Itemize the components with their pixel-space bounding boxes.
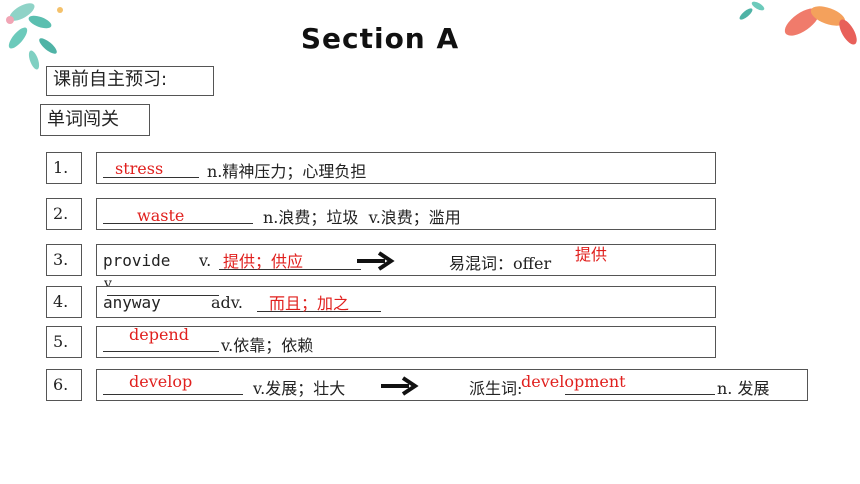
leaf-decoration-right-icon [739,1,857,45]
vocab-item-1: stress n.精神压力；心理负担 [96,152,716,184]
word-text: provide [103,251,171,270]
vocab-item-3: provide v. 提供；供应 易混词：offer 提供 [96,244,716,276]
confuse-label: 易混词：offer [449,254,552,273]
item-number: 1. [46,152,82,184]
arrow-right-icon [381,376,419,396]
answer-blank [103,376,243,395]
vocab-item-5: depend v.依靠；依赖 [96,325,716,358]
arrow-right-icon [357,251,395,271]
preview-label: 课前自主预习: [46,66,214,96]
item-number: 6. [46,369,82,401]
pos-text: v. [199,251,212,270]
answer-blank [103,205,253,224]
answer-text: depend [129,325,189,344]
page-title: Section A [300,22,460,55]
answer-blank-2 [565,376,715,395]
answer-blank [219,251,361,270]
answer-blank [103,333,219,352]
definition-text: v.发展；壮大 [253,379,346,398]
item-number: 3. [46,244,82,276]
pos-text-2: n. 发展 [717,379,770,398]
vocab-label: 单词闯关 [40,104,150,136]
vocab-item-4: anyway adv. 而且；加之 [96,286,716,318]
answer-text: 提供；供应 [223,252,304,271]
answer-blank [257,293,381,312]
derived-label: 派生词: [469,379,523,398]
answer-blank [103,159,199,178]
item-number: 4. [46,286,82,318]
pos-text: adv. [211,293,244,312]
definition-text: n.精神压力；心理负担 [207,162,367,181]
answer-text: waste [137,206,185,225]
answer-text: 而且；加之 [269,294,350,313]
answer-text: stress [115,159,164,178]
item-number: 5. [46,326,82,358]
vocab-item-6: develop v.发展；壮大 派生词: development n. 发展 [96,369,808,401]
answer-text-2: development [521,372,626,391]
definition-text: v.依靠；依赖 [221,336,314,355]
blank-line [107,277,219,296]
pos-text-2: v. [104,276,115,292]
word-text: anyway [103,293,161,312]
answer-text-2: 提供 [575,245,608,264]
vocab-item-2: waste n.浪费；垃圾 v.浪费；滥用 [96,198,716,230]
item-number: 2. [46,198,82,230]
answer-text: develop [129,372,193,391]
leaf-decoration-left-icon [6,3,63,70]
definition-text: n.浪费；垃圾 v.浪费；滥用 [263,208,461,227]
